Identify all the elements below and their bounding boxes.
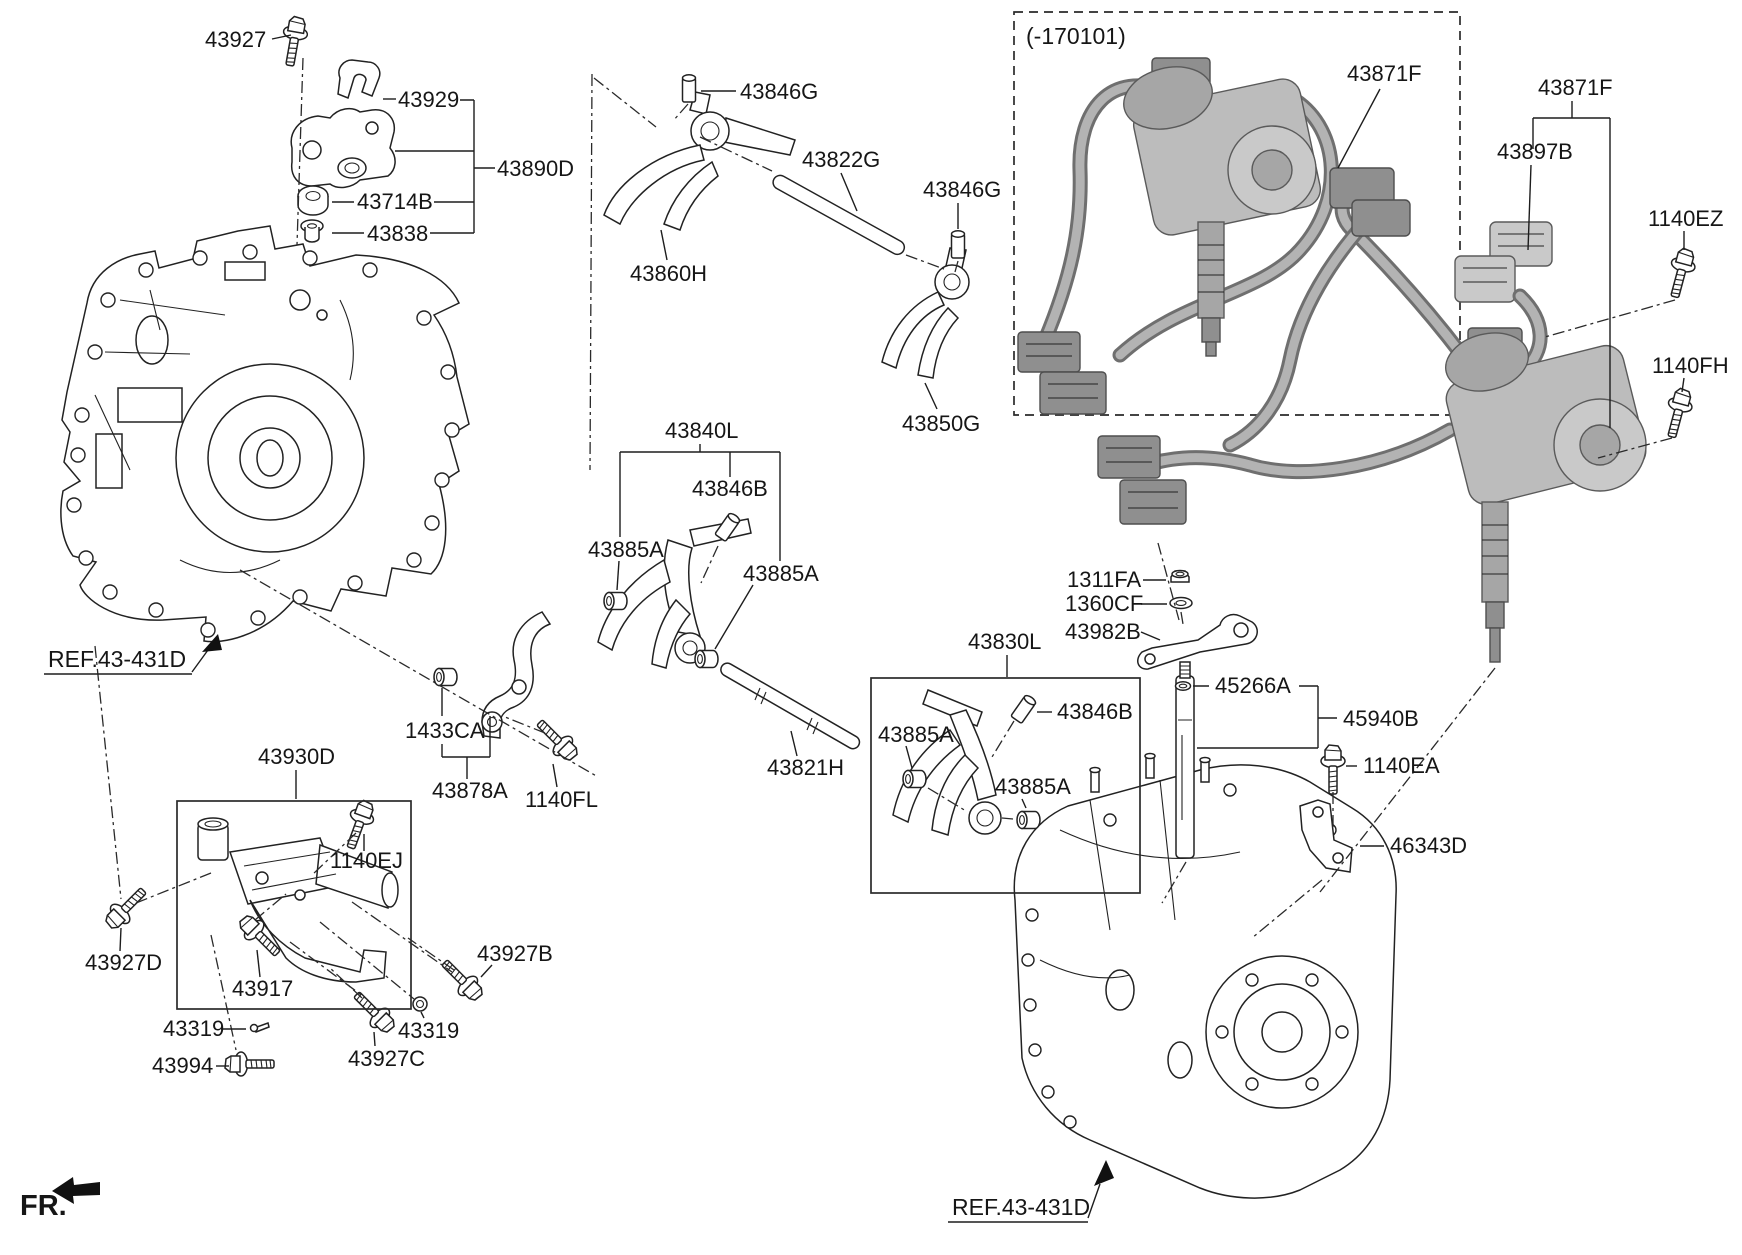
ref-arrow-lower	[948, 1160, 1114, 1223]
washer-43319-2	[412, 996, 428, 1012]
callout-43846G-1: 43846G	[740, 79, 818, 104]
callout-43714B: 43714B	[357, 189, 433, 214]
callout-43838: 43838	[367, 221, 428, 246]
shift-lever-43878A	[481, 611, 552, 739]
bushing-43885A-4	[1016, 810, 1041, 830]
callout-43860H: 43860H	[630, 261, 707, 286]
bushing-1433CA	[433, 667, 458, 687]
callout-1311FA: 1311FA	[1067, 567, 1142, 592]
oring-45266A	[1174, 681, 1192, 691]
callout-1360CF: 1360CF	[1065, 591, 1143, 616]
callout-43885A-3: 43885A	[878, 722, 954, 747]
callout-43927: 43927	[205, 27, 266, 52]
bolt-43994	[224, 1051, 275, 1077]
lock-pin-43846B-2	[1010, 693, 1038, 725]
callout-43846B-1: 43846B	[692, 476, 768, 501]
callout-43885A-1: 43885A	[588, 537, 664, 562]
callout-43822G: 43822G	[802, 147, 880, 172]
group-box-43930D	[176, 800, 412, 1010]
callout-1140FL: 1140FL	[525, 787, 598, 812]
leader-lines	[119, 34, 1685, 1067]
callout-43927C: 43927C	[348, 1046, 425, 1071]
shift-shaft-43821H	[720, 662, 861, 750]
washer-1360CF	[1169, 596, 1193, 610]
pin-43319-1	[249, 1022, 270, 1033]
assembly-centerlines	[94, 57, 1676, 1051]
callout-43927D: 43927D	[85, 950, 162, 975]
case-lower-studs	[1089, 752, 1211, 793]
ref-label-upper-case: REF.43-431D	[48, 646, 186, 672]
callout-1140EZ: 1140EZ	[1648, 206, 1723, 231]
callout-43846G-2: 43846G	[923, 177, 1001, 202]
callout-43890D: 43890D	[497, 156, 574, 181]
bracket-46343D	[1299, 799, 1353, 873]
ref-label-lower-case: REF.43-431D	[952, 1194, 1090, 1220]
callout-43927B: 43927B	[477, 941, 553, 966]
clip-43929	[337, 59, 381, 100]
callout-1140EJ: 1140EJ	[330, 848, 403, 873]
callout-43840L: 43840L	[665, 418, 738, 443]
callout-43885A-2: 43885A	[743, 561, 819, 586]
callout-43917: 43917	[232, 976, 293, 1001]
shift-rail-43822G	[772, 174, 906, 256]
callout-46343D: 46343D	[1390, 833, 1467, 858]
bushing-43885A-1	[603, 591, 628, 611]
callout-43319-2: 43319	[398, 1018, 459, 1043]
callout-43821H: 43821H	[767, 755, 844, 780]
callout-43897B: 43897B	[1497, 139, 1573, 164]
callout-45940B: 45940B	[1343, 706, 1419, 731]
callout-43319-1: 43319	[163, 1016, 224, 1041]
callout-43846B-2: 43846B	[1057, 699, 1133, 724]
callout-43982B: 43982B	[1065, 619, 1141, 644]
bolt-43927C	[347, 985, 401, 1039]
control-shaft-bracket-43890D	[290, 107, 396, 189]
callout-43850G: 43850G	[902, 411, 980, 436]
bolt-1140EA	[1320, 744, 1346, 795]
bolt-1140EJ	[338, 796, 380, 853]
shift-fork-43830L	[892, 689, 1002, 836]
variant-note: (-170101)	[1026, 23, 1126, 49]
nut-1311FA	[1170, 569, 1190, 583]
fr-direction-arrow-icon	[52, 1177, 100, 1204]
ref-arrow-upper	[44, 634, 222, 675]
bolt-43927D	[99, 881, 153, 935]
variant-dashed-box	[1013, 11, 1461, 416]
callout-1140EA: 1140EA	[1363, 753, 1440, 778]
transaxle-case-lower	[1013, 752, 1397, 1199]
stopper-43838	[300, 219, 324, 243]
bolt-1140EZ	[1662, 245, 1700, 301]
fr-direction-label: FR.	[20, 1190, 67, 1222]
callout-43871F-1: 43871F	[1347, 61, 1422, 86]
bushing-43885A-2	[694, 649, 719, 669]
grommet-43714B	[297, 185, 329, 216]
solenoid-assembly-43930D	[197, 817, 399, 983]
callout-43930D: 43930D	[258, 744, 335, 769]
callout-labels: 43927 43929 43890D 43714B 43838 43846G 4…	[85, 27, 1729, 1078]
callout-43830L: 43830L	[968, 629, 1041, 654]
bolt-43927	[277, 14, 311, 69]
shift-motor-assembly-new	[1097, 167, 1647, 663]
callout-43994: 43994	[152, 1053, 213, 1078]
callout-1433CA: 1433CA	[405, 718, 485, 743]
lock-pin-43846G-2	[950, 230, 966, 259]
callout-43885A-4: 43885A	[995, 774, 1071, 799]
bolt-1140FH	[1659, 385, 1697, 441]
bolt-1140FL	[530, 713, 584, 767]
shift-fork-43860H	[603, 91, 796, 231]
callout-43878A: 43878A	[432, 778, 508, 803]
callout-43871F-2: 43871F	[1538, 75, 1613, 100]
shift-motor-assembly-old	[1017, 57, 1339, 415]
case-upper-bolt-holes	[66, 244, 460, 638]
shift-control-lever-43982B	[1137, 613, 1258, 670]
transaxle-case-upper	[60, 225, 470, 643]
callout-45266A: 45266A	[1215, 673, 1291, 698]
group-box-43830L	[870, 677, 1141, 894]
callout-1140FH: 1140FH	[1652, 353, 1729, 378]
gearshift-rod-45940B	[1175, 661, 1195, 859]
callout-43929: 43929	[398, 87, 459, 112]
bushing-43885A-3	[902, 769, 927, 789]
lock-pin-43846G-1	[681, 74, 697, 103]
